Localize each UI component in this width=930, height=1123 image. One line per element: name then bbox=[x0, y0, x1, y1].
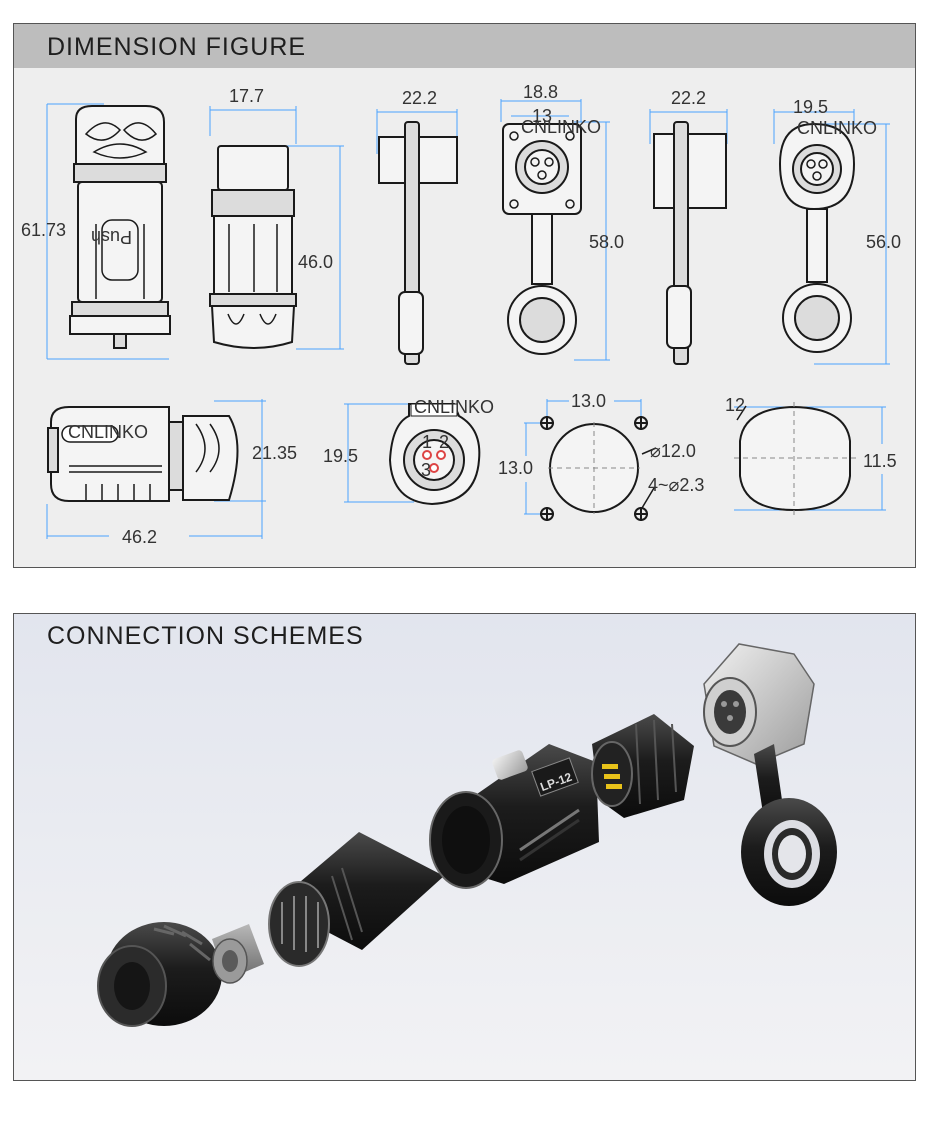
rear-socket-side-width-label: 22.2 bbox=[402, 88, 437, 108]
front-socket-side-drawing bbox=[649, 109, 728, 365]
plug-body-part: LP-12 bbox=[429, 744, 599, 889]
plug-face-brand: CNLINKO bbox=[414, 397, 494, 417]
face-pin-3: 3 bbox=[421, 460, 431, 480]
panel-cut-diameter-label: ⌀12.0 bbox=[650, 441, 696, 461]
rear-socket-brand: CNLINKO bbox=[521, 117, 601, 137]
face-pin-2: 2 bbox=[439, 432, 449, 452]
face-pin-1: 1 bbox=[422, 432, 432, 452]
plug-face-height-label: 19.5 bbox=[323, 446, 358, 466]
rear-socket-front-drawing: CNLINKO bbox=[500, 99, 610, 361]
panel-cut-width-label: 13.0 bbox=[571, 391, 606, 411]
connection-schemes-panel: CONNECTION SCHEMES bbox=[13, 613, 916, 1081]
rear-socket-side-drawing bbox=[376, 109, 458, 365]
dimension-figure-header: DIMENSION FIGURE bbox=[14, 24, 915, 68]
plug-side-drawing bbox=[209, 106, 344, 350]
round-cutout-drawing bbox=[734, 402, 886, 516]
plug-height-label: 61.73 bbox=[21, 220, 66, 240]
plug-top-brand: CNLINKO bbox=[68, 422, 148, 442]
plug-face-drawing: 1 2 3 CNLINKO bbox=[344, 397, 494, 506]
connection-schemes-title: CONNECTION SCHEMES bbox=[47, 622, 364, 650]
panel-cut-holes-label: 4~⌀2.3 bbox=[648, 475, 704, 495]
plug-top-length-label: 46.2 bbox=[122, 527, 157, 547]
front-socket-height-label: 56.0 bbox=[866, 232, 901, 252]
exploded-assembly-illustration: LP-12 bbox=[97, 643, 837, 1027]
rear-socket-front-inner-label: 13 bbox=[532, 106, 552, 126]
plug-side-width-label: 17.7 bbox=[229, 86, 264, 106]
panel-cut-height-label: 13.0 bbox=[498, 458, 533, 478]
rear-socket-height-label: 58.0 bbox=[589, 232, 624, 252]
dimension-figure-title: DIMENSION FIGURE bbox=[47, 33, 307, 61]
cable-clamp-part bbox=[268, 832, 444, 967]
dimension-figure-panel: DIMENSION FIGURE Push 61.73 bbox=[13, 23, 916, 568]
rear-socket-front-outer-label: 18.8 bbox=[523, 82, 558, 102]
front-socket-brand: CNLINKO bbox=[797, 118, 877, 138]
pin-insert-part bbox=[591, 714, 694, 818]
square-panel-cutout-drawing bbox=[524, 399, 657, 521]
dimension-drawings: Push 61.73 17.7 46.0 bbox=[21, 82, 901, 547]
plug-push-label: Push bbox=[91, 227, 132, 247]
front-socket-front-width-label: 19.5 bbox=[793, 97, 828, 117]
panel-socket-part bbox=[703, 643, 837, 906]
plug-top-height-label: 21.35 bbox=[252, 443, 297, 463]
plug-top-drawing: CNLINKO bbox=[46, 399, 266, 539]
locking-nut-part bbox=[97, 922, 222, 1027]
seal-ring-part bbox=[212, 924, 264, 984]
plug-side-height-label: 46.0 bbox=[298, 252, 333, 272]
plug-front-drawing: Push bbox=[46, 103, 171, 360]
round-cut-diameter-label: 12 bbox=[725, 395, 745, 415]
front-socket-side-width-label: 22.2 bbox=[671, 88, 706, 108]
front-socket-front-drawing: CNLINKO bbox=[773, 109, 890, 365]
round-cut-flat-label: 11.5 bbox=[863, 451, 897, 471]
